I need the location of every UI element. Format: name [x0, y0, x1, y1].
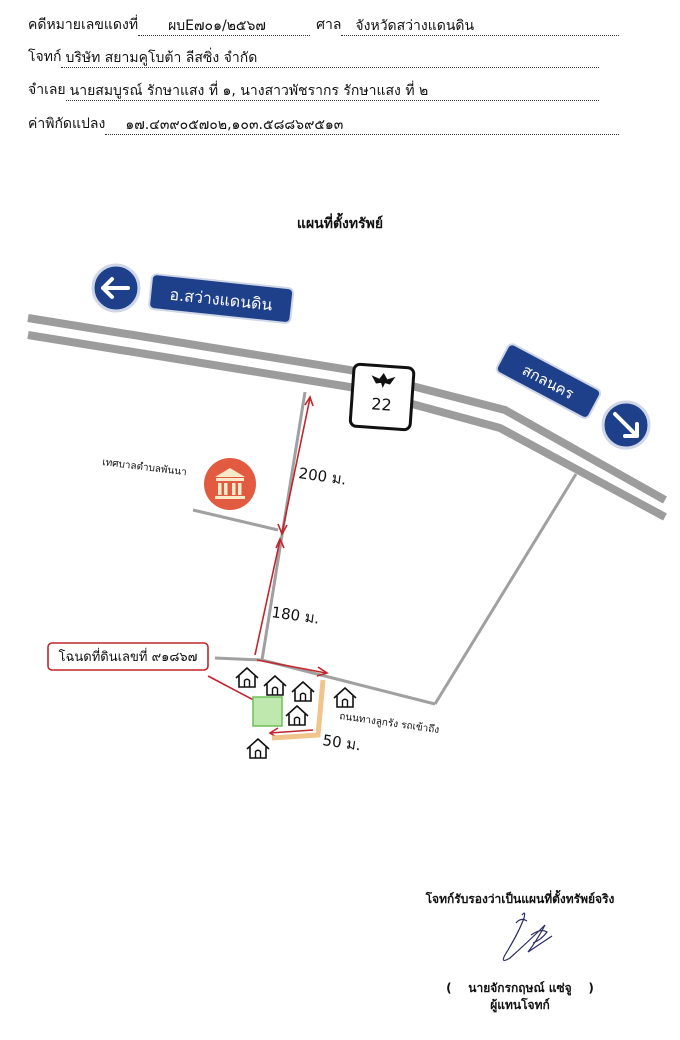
map-title: แผนที่ตั้งทรัพย์ — [296, 216, 384, 232]
defendant-value: นายสมบูรณ์ รักษาแสง ที่ ๑, นางสาวพัชรากร… — [65, 82, 599, 101]
highway-number: 22 — [371, 394, 393, 414]
case-number-value: ผบE๗๐๑/๒๕๖๗ — [138, 17, 311, 36]
coordinate-row: ค่าพิกัดแปลง ๑๗.๔๓๙๐๕๗๐๒,๑๐๓.๕๘๘๖๙๕๑๓ — [28, 113, 620, 135]
defendant-row: จำเลย นายสมบูรณ์ รักษาแสง ที่ ๑, นางสาวพ… — [28, 79, 599, 101]
case-number-label: คดีหมายเลขแดงที่ — [28, 17, 139, 33]
distance-arrows — [207, 395, 329, 739]
distance-180-label: 180 ม. — [270, 603, 320, 628]
dirt-lane — [271, 679, 326, 741]
plaintiff-label: โจทก์ — [28, 49, 62, 65]
plaintiff-value: บริษัท สยามคูโบต้า ลีสซิ่ง จำกัด — [61, 49, 600, 68]
road-note: ถนนทางลูกรัง รถเข้าถึง — [339, 710, 440, 736]
local-roads — [192, 391, 578, 706]
court-label: ศาล — [316, 17, 342, 33]
left-direction-sign: อ.สว่างแดนดิน — [91, 263, 295, 324]
distance-50-label: 50 ม. — [321, 731, 362, 754]
distance-200-label: 200 ม. — [297, 464, 347, 489]
garuda-icon — [371, 373, 396, 389]
land-plot — [252, 696, 283, 727]
coordinate-label: ค่าพิกัดแปลง — [28, 116, 106, 132]
plaintiff-row: โจทก์ บริษัท สยามคูโบต้า ลีสซิ่ง จำกัด — [28, 46, 600, 68]
defendant-label: จำเลย — [28, 82, 66, 98]
house-icon — [291, 681, 315, 702]
municipality-marker: เทศบาลตำบลพันนา — [102, 457, 256, 510]
court-value: จังหวัดสว่างแดนดิน — [341, 17, 620, 36]
municipality-label: เทศบาลตำบลพันนา — [102, 457, 188, 478]
signer-role: ผู้แทนโจทก์ — [490, 998, 550, 1012]
house-icon — [285, 705, 309, 726]
deed-callout: โฉนดที่ดินเลขที่ ๙๑๘๖๗ — [47, 642, 209, 671]
deed-label: โฉนดที่ดินเลขที่ ๙๑๘๖๗ — [59, 648, 198, 665]
house-icon — [235, 667, 259, 688]
certify-text: โจทก์รับรองว่าเป็นแผนที่ตั้งทรัพย์จริง — [425, 892, 615, 906]
highway-road — [27, 314, 667, 521]
signer-name: ( นายจักรกฤษณ์ แซ่จู ) — [446, 981, 594, 995]
case-number-row: คดีหมายเลขแดงที่ ผบE๗๐๑/๒๕๖๗ ศาล จังหวัด… — [28, 14, 620, 36]
government-building-icon — [204, 458, 256, 510]
house-icon — [333, 687, 357, 708]
signature — [502, 912, 553, 961]
house-icon — [263, 675, 287, 696]
right-direction-sign: สกลนคร — [495, 343, 651, 450]
house-icon — [246, 738, 270, 759]
highway-marker: 22 — [348, 362, 416, 432]
coordinate-value: ๑๗.๔๓๙๐๕๗๐๒,๑๐๓.๕๘๘๖๙๕๑๓ — [105, 116, 620, 135]
